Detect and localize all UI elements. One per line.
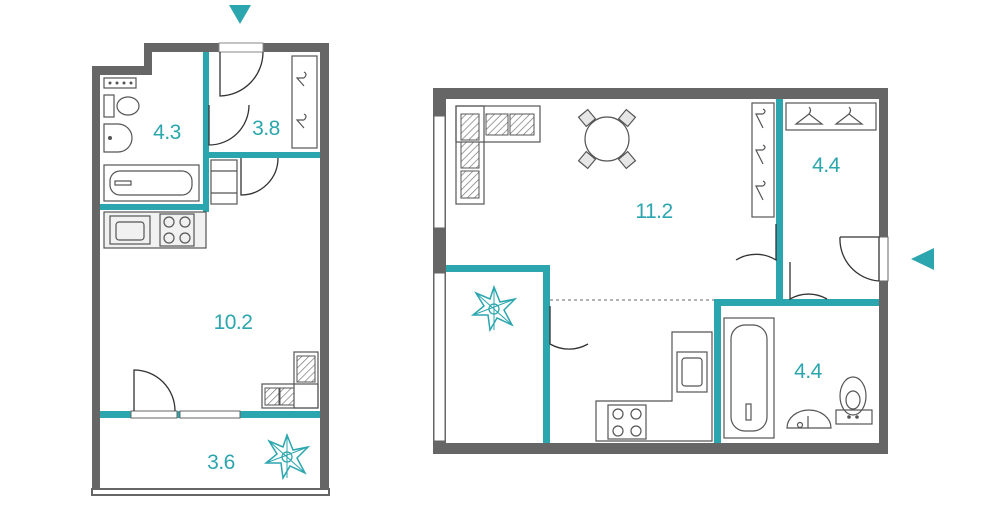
dining-table <box>577 108 637 170</box>
balcony-rail <box>91 488 330 496</box>
wardrobe-right-vertical <box>751 102 775 218</box>
window-left-1 <box>433 115 446 229</box>
wardrobe-right-horizontal <box>785 102 877 131</box>
bathroom-fixtures-right <box>723 317 873 439</box>
entry-door-frame-right <box>878 236 889 282</box>
wardrobe-left <box>291 55 318 149</box>
doors-right <box>549 224 880 350</box>
plant-icon-right <box>470 284 518 333</box>
bathroom-fixtures <box>103 77 200 202</box>
plan-right: 11.2 4.4 4.4 <box>433 88 934 454</box>
entry-door-frame <box>218 42 264 53</box>
window-left-2 <box>433 272 446 442</box>
doors <box>133 51 279 412</box>
outer-walls <box>92 43 329 495</box>
area-hall-right: 4.4 <box>812 154 841 177</box>
balcony-window <box>179 410 241 419</box>
entrance-triangle-down-icon <box>229 5 251 24</box>
plant-icon <box>263 432 311 481</box>
interior-walls-right <box>446 99 879 443</box>
sofa-left <box>261 351 319 409</box>
area-bathroom-right: 4.4 <box>794 360 823 383</box>
kitchen-left <box>103 211 207 249</box>
area-bathroom-left: 4.3 <box>153 121 181 144</box>
area-living-right: 11.2 <box>635 200 672 223</box>
area-balcony-left: 3.6 <box>207 451 235 474</box>
area-hall-left: 3.8 <box>252 117 280 140</box>
sofa-right <box>455 105 541 205</box>
balcony-door-opening <box>130 410 178 419</box>
kitchen-right <box>595 331 713 442</box>
area-living-left: 10.2 <box>214 311 253 334</box>
plan-left: 4.3 3.8 10.2 3.6 <box>91 5 330 496</box>
entrance-triangle-left-icon <box>911 248 934 270</box>
hall-cabinet <box>210 159 238 205</box>
